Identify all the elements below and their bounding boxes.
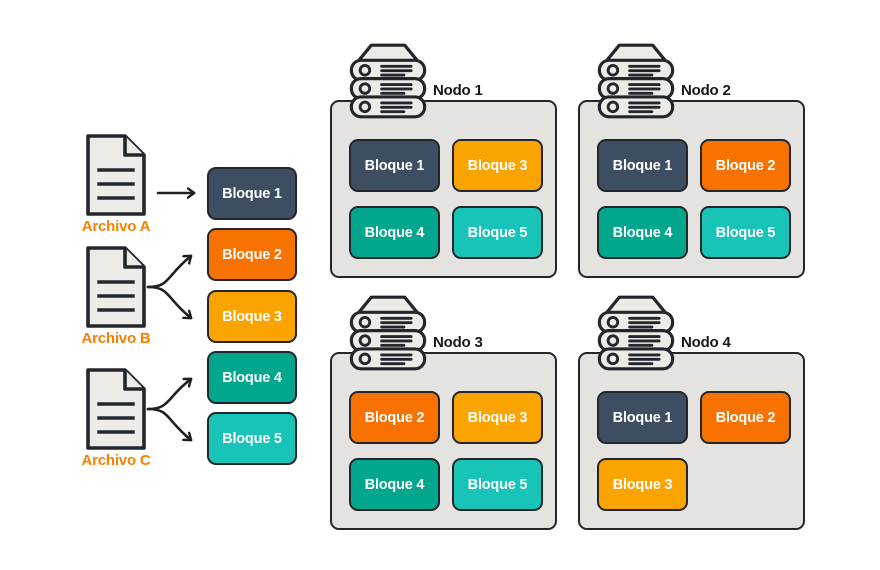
block-label: Bloque 4 bbox=[612, 224, 673, 241]
block-label: Bloque 2 bbox=[364, 409, 425, 426]
block-label: Bloque 5 bbox=[715, 224, 776, 241]
block-label: Bloque 1 bbox=[612, 157, 673, 174]
block-chip: Bloque 5 bbox=[700, 206, 791, 259]
block-label: Bloque 4 bbox=[222, 369, 282, 386]
block-label: Bloque 3 bbox=[222, 308, 282, 325]
file-label: Archivo B bbox=[81, 330, 151, 347]
node-nodo-4: Nodo 4 Bloque 1 Bloque 2 Bloque 3 bbox=[578, 295, 805, 530]
block-chip: Bloque 2 bbox=[700, 139, 791, 192]
block-label: Bloque 1 bbox=[364, 157, 425, 174]
block-bloque-3: Bloque 3 bbox=[207, 290, 297, 343]
document-icon bbox=[86, 246, 146, 328]
block-label: Bloque 3 bbox=[467, 157, 528, 174]
block-label: Bloque 1 bbox=[222, 185, 282, 202]
server-icon bbox=[349, 295, 427, 371]
block-chip: Bloque 5 bbox=[452, 206, 543, 259]
arrow-fileC-bloque4 bbox=[146, 379, 191, 411]
block-label: Bloque 3 bbox=[612, 476, 673, 493]
block-chip: Bloque 4 bbox=[349, 458, 440, 511]
block-chip: Bloque 3 bbox=[452, 391, 543, 444]
node-label: Nodo 2 bbox=[681, 82, 731, 99]
block-label: Bloque 5 bbox=[222, 430, 282, 447]
server-icon bbox=[597, 295, 675, 371]
block-label: Bloque 4 bbox=[364, 476, 425, 493]
arrow-fileB-bloque2 bbox=[146, 256, 191, 289]
block-chip: Bloque 1 bbox=[597, 391, 688, 444]
server-icon bbox=[597, 43, 675, 119]
node-label: Nodo 3 bbox=[433, 334, 483, 351]
node-nodo-3: Nodo 3 Bloque 2 Bloque 3 Bloque 4 Bloque… bbox=[330, 295, 557, 530]
block-label: Bloque 5 bbox=[467, 224, 528, 241]
document-icon bbox=[86, 368, 146, 450]
block-label: Bloque 3 bbox=[467, 409, 528, 426]
block-label: Bloque 2 bbox=[715, 409, 776, 426]
block-chip: Bloque 3 bbox=[452, 139, 543, 192]
block-chip: Bloque 5 bbox=[452, 458, 543, 511]
node-nodo-1: Nodo 1 Bloque 1 Bloque 3 Bloque 4 Bloque… bbox=[330, 43, 557, 278]
block-bloque-5: Bloque 5 bbox=[207, 412, 297, 465]
block-label: Bloque 5 bbox=[467, 476, 528, 493]
block-label: Bloque 2 bbox=[715, 157, 776, 174]
block-chip: Bloque 1 bbox=[349, 139, 440, 192]
node-nodo-2: Nodo 2 Bloque 1 Bloque 2 Bloque 4 Bloque… bbox=[578, 43, 805, 278]
file-label: Archivo A bbox=[81, 218, 151, 235]
block-chip: Bloque 4 bbox=[597, 206, 688, 259]
block-chip: Bloque 1 bbox=[597, 139, 688, 192]
block-bloque-4: Bloque 4 bbox=[207, 351, 297, 404]
node-label: Nodo 1 bbox=[433, 82, 483, 99]
arrow-fileC-bloque5 bbox=[146, 407, 191, 440]
block-chip: Bloque 3 bbox=[597, 458, 688, 511]
block-bloque-1: Bloque 1 bbox=[207, 167, 297, 220]
block-label: Bloque 4 bbox=[364, 224, 425, 241]
block-chip: Bloque 4 bbox=[349, 206, 440, 259]
block-chip: Bloque 2 bbox=[700, 391, 791, 444]
block-label: Bloque 1 bbox=[612, 409, 673, 426]
node-label: Nodo 4 bbox=[681, 334, 731, 351]
file-label: Archivo C bbox=[81, 452, 151, 469]
server-icon bbox=[349, 43, 427, 119]
arrow-fileB-bloque3 bbox=[146, 285, 191, 318]
block-label: Bloque 2 bbox=[222, 246, 282, 263]
document-icon bbox=[86, 134, 146, 216]
block-bloque-2: Bloque 2 bbox=[207, 228, 297, 281]
block-chip: Bloque 2 bbox=[349, 391, 440, 444]
